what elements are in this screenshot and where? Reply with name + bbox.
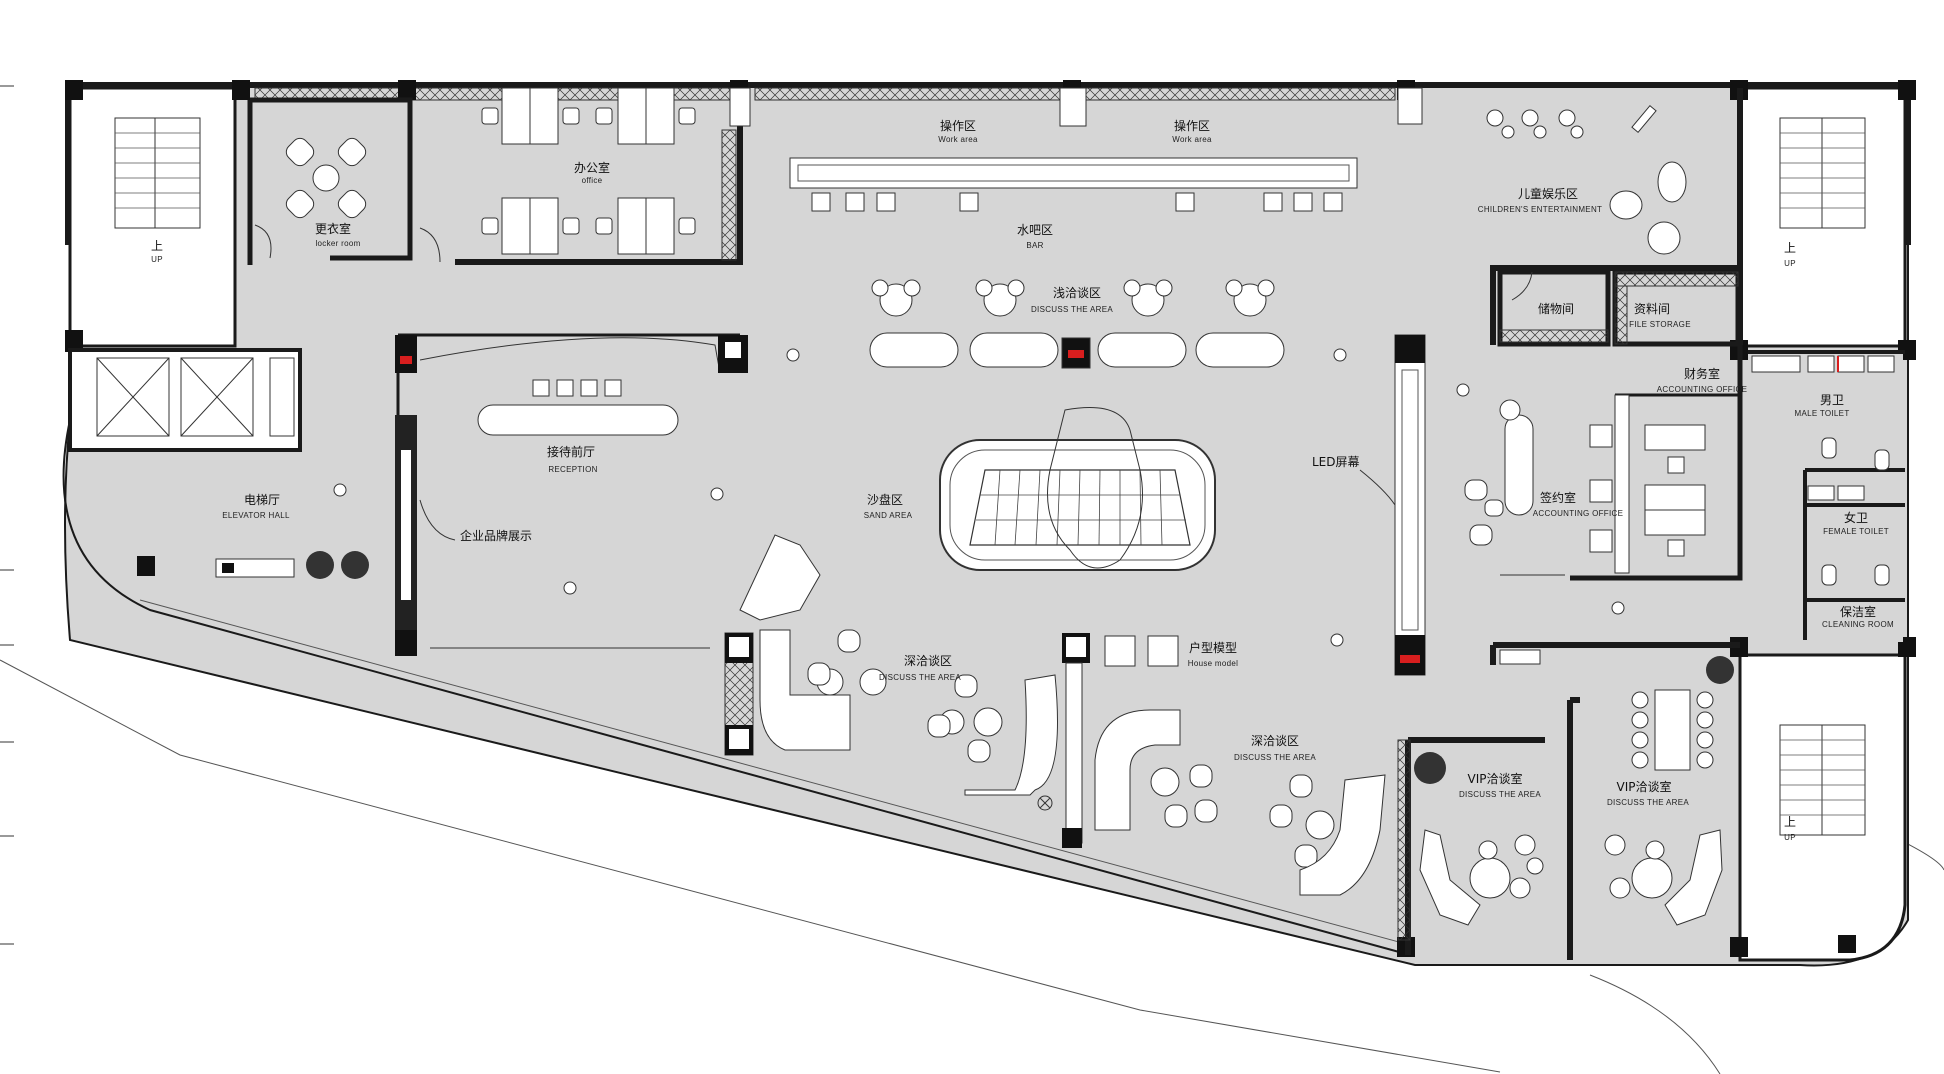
- deep-discussion-1-en: DISCUSS THE AREA: [879, 673, 961, 682]
- elevator-hall: 电梯厅 ELEVATOR HALL: [68, 348, 369, 579]
- locker-room-en: locker room: [315, 239, 360, 248]
- work-area-1-en: Work area: [938, 135, 978, 144]
- sand-area-label: 沙盘区: [867, 492, 903, 507]
- children-area-label: 儿童娱乐区: [1518, 186, 1578, 201]
- stair-right-bottom: 上 UP: [1738, 653, 1907, 962]
- stair-left: 上 UP: [68, 86, 237, 348]
- reception-area: 接待前厅 RECEPTION 企业品牌展示: [395, 333, 748, 656]
- stair-right-top-up-label: 上: [1784, 241, 1796, 255]
- light-discussion-en: DISCUSS THE AREA: [1031, 305, 1113, 314]
- top-window-strip-right: [1084, 87, 1396, 101]
- light-discussion-label: 浅洽谈区: [1053, 286, 1101, 300]
- stair-left-up-en: UP: [151, 255, 163, 264]
- female-toilet-label: 女卫: [1844, 510, 1868, 525]
- elevator-hall-label: 电梯厅: [244, 493, 280, 507]
- vip-rooms: VIP洽谈室 DISCUSS THE AREA VIP洽谈室 DISCUSS T…: [1397, 642, 1740, 960]
- work-area-2-label: 操作区: [1174, 118, 1210, 133]
- children-area: 儿童娱乐区 CHILDREN'S ENTERTAINMENT: [1478, 88, 1743, 345]
- top-window-strip-mid: [754, 87, 1066, 101]
- file-room-en: FILE STORAGE: [1629, 320, 1691, 329]
- storage-label: 储物间: [1538, 301, 1574, 316]
- cleaning-room-label: 保洁室: [1840, 604, 1876, 619]
- female-toilet-en: FEMALE TOILET: [1823, 527, 1889, 536]
- reception-label: 接待前厅: [547, 444, 595, 459]
- office-label: 办公室: [574, 160, 610, 175]
- finance-block: 财务室 ACCOUNTING OFFICE 签约室 ACCOUNTING OFF…: [1464, 345, 1747, 581]
- stair-right-top: 上 UP: [1738, 86, 1907, 348]
- house-model-area: 户型模型 House model: [1037, 633, 1238, 848]
- office: 办公室 office: [455, 87, 743, 265]
- brand-display-callout: 企业品牌展示: [460, 528, 532, 543]
- deep-discussion-1-label: 深洽谈区: [904, 654, 952, 668]
- vip-room-2-label: VIP洽谈室: [1617, 779, 1672, 794]
- work-area-2-en: Work area: [1172, 135, 1212, 144]
- stair-right-top-up-en: UP: [1784, 259, 1796, 268]
- bar-area: 操作区 Work area 操作区 Work area 水吧区 BAR: [729, 87, 1423, 250]
- stair-right-bottom-up-label: 上: [1784, 815, 1796, 829]
- finance-room-label: 财务室: [1684, 366, 1720, 381]
- locker-room-label: 更衣室: [315, 221, 351, 236]
- led-screen-callout: LED屏幕: [1312, 455, 1360, 469]
- toilets: 男卫 MALE TOILET 女卫 FEMALE TOILET 保洁室 CLEA…: [1748, 350, 1905, 642]
- light-discussion-area: [869, 279, 1285, 369]
- sand-table: [939, 407, 1216, 571]
- reception-en: RECEPTION: [548, 465, 597, 474]
- deep-discussion-area-1: 深洽谈区 DISCUSS THE AREA: [724, 534, 1058, 796]
- house-model-en: House model: [1188, 659, 1238, 668]
- office-en: office: [582, 176, 603, 185]
- exterior-walls: [65, 82, 1911, 245]
- sand-area-en: SAND AREA: [864, 511, 913, 520]
- vip-room-1-label: VIP洽谈室: [1468, 771, 1523, 786]
- male-toilet-label: 男卫: [1820, 393, 1844, 407]
- locker-room: 更衣室 locker room: [247, 97, 441, 265]
- deep-discussion-2-en: DISCUSS THE AREA: [1234, 753, 1316, 762]
- deep-discussion-2-label: 深洽谈区: [1251, 734, 1299, 748]
- site-boundary: [0, 659, 1501, 1073]
- file-room-label: 资料间: [1634, 302, 1670, 316]
- cleaning-room-en: CLEANING ROOM: [1822, 620, 1894, 629]
- stair-right-bottom-up-en: UP: [1784, 833, 1796, 842]
- vip-room-1-en: DISCUSS THE AREA: [1459, 790, 1541, 799]
- work-area-1-label: 操作区: [940, 118, 976, 133]
- deep-discussion-area-2: 深洽谈区 DISCUSS THE AREA: [1094, 709, 1386, 896]
- bar-en: BAR: [1026, 241, 1043, 250]
- children-area-en: CHILDREN'S ENTERTAINMENT: [1478, 205, 1602, 214]
- signing-room-en: ACCOUNTING OFFICE: [1533, 509, 1623, 518]
- vip-room-2-en: DISCUSS THE AREA: [1607, 798, 1689, 807]
- elevator-hall-en: ELEVATOR HALL: [222, 511, 290, 520]
- storage-rooms: 储物间 资料间 FILE STORAGE: [1490, 265, 1741, 347]
- edge-ticks: [0, 85, 14, 945]
- finance-room-en: ACCOUNTING OFFICE: [1657, 385, 1747, 394]
- people-markers: [333, 348, 1625, 647]
- led-screen-wall: LED屏幕: [1312, 334, 1426, 676]
- male-toilet-en: MALE TOILET: [1794, 409, 1849, 418]
- stair-left-up-label: 上: [151, 239, 163, 253]
- bar-label: 水吧区: [1017, 223, 1053, 237]
- signing-room-label: 签约室: [1540, 490, 1576, 505]
- house-model-label: 户型模型: [1189, 640, 1237, 655]
